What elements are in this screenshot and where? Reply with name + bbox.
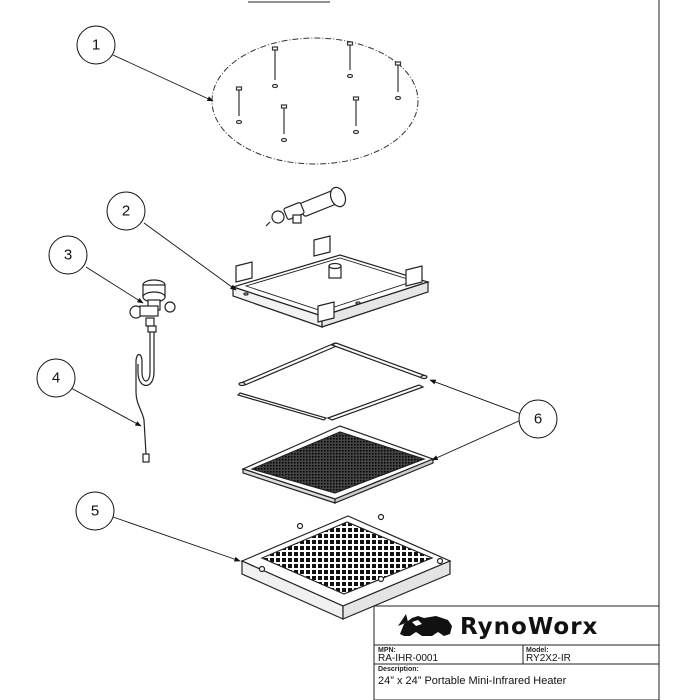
bolt <box>271 46 279 89</box>
title-block: RynoWorx MPN: RA-IHR-0001 Model: RY2X2-I… <box>373 605 660 700</box>
model-value: RY2X2-IR <box>526 653 571 664</box>
rhino-logo-icon <box>398 614 452 636</box>
part-1-bolt-set <box>211 37 419 165</box>
bolt <box>394 61 402 101</box>
callout-label: 4 <box>52 370 60 387</box>
callout-3: 3 <box>48 235 88 275</box>
bolt <box>346 41 354 79</box>
part-6-screen-panel <box>241 425 435 504</box>
mpn-label: MPN: <box>378 647 396 654</box>
part-6-frame-rails <box>236 342 428 421</box>
brand-name: RynoWorx <box>460 614 598 640</box>
callout-label: 1 <box>92 37 100 54</box>
part-2-burner-box <box>230 235 431 328</box>
callout-1: 1 <box>76 25 116 65</box>
bolt <box>235 86 243 125</box>
part-5-grate-base <box>240 513 452 620</box>
callout-label: 2 <box>122 203 130 220</box>
callout-2: 2 <box>106 191 146 231</box>
dashed-group-ellipse <box>211 37 419 165</box>
description-value: 24” x 24” Portable Mini-Infrared Heater <box>378 675 567 687</box>
bolt <box>352 96 360 135</box>
model-label: Model: <box>526 647 549 654</box>
callout-6: 6 <box>518 399 558 439</box>
callout-label: 6 <box>534 411 542 428</box>
callout-label: 3 <box>64 247 72 264</box>
callout-label: 5 <box>91 503 99 520</box>
leader-6a <box>429 379 522 415</box>
bolt <box>280 104 288 143</box>
leader-1 <box>112 54 214 102</box>
part-4-hose <box>135 325 157 463</box>
callout-4: 4 <box>36 358 76 398</box>
sheet-border <box>248 0 660 700</box>
callout-5: 5 <box>75 491 115 531</box>
leader-6b <box>431 419 522 461</box>
burner-assembly <box>265 186 347 227</box>
part-3-regulator-valve <box>129 279 176 327</box>
leader-5 <box>112 516 241 562</box>
leader-2 <box>143 222 237 291</box>
mpn-value: RA-IHR-0001 <box>378 653 438 664</box>
description-label: Description: <box>378 666 419 673</box>
leader-3 <box>85 266 144 304</box>
leader-lines <box>70 54 522 562</box>
leader-4 <box>70 387 142 427</box>
